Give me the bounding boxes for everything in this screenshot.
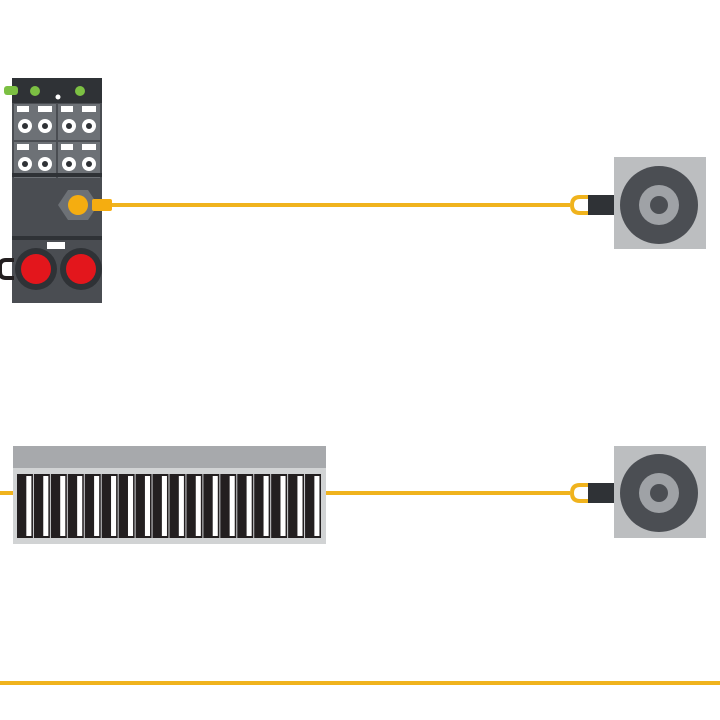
terminal-header [13,446,326,468]
sensor-bottom [569,446,706,538]
module-socket-pin [86,123,92,129]
terminal-slot-highlight [94,476,100,536]
red-port-icon [66,254,96,284]
sensor-center [650,484,668,502]
module-label-slot [47,242,65,249]
module-socket-pin [86,161,92,167]
terminal-slot-highlight [195,476,201,536]
terminal-slot-highlight [178,476,184,536]
port-label-tag [17,144,29,150]
module-socket-pin [22,123,28,129]
port-label-tag [82,144,96,150]
module-socket-pin [66,123,72,129]
port-label-tag [17,106,29,112]
status-led [75,86,85,96]
module-socket-pin [42,123,48,129]
terminal-slot-highlight [111,476,117,536]
terminal-slot-highlight [144,476,151,536]
sensor-center [650,196,668,214]
port-label-tag [61,144,73,150]
terminal-slot-highlight [77,476,83,536]
sensor-connector [588,483,614,503]
sensor-top [569,157,706,249]
status-led-bar [4,86,18,95]
port-label-tag [38,106,52,112]
sensor-connector [588,195,614,215]
terminal-slot-highlight [161,476,167,536]
yellow-port-icon [68,195,88,215]
terminal-slot-highlight [26,476,32,536]
module-socket-pin [66,161,72,167]
module-socket-pin [22,161,28,167]
power-plug-icon [0,258,14,280]
terminal-slot-highlight [263,476,269,536]
module-screw [55,94,61,100]
module-port-grid [14,104,100,178]
terminal-slot-highlight [212,476,218,536]
module-divider [12,236,102,240]
terminal-slot-highlight [229,476,235,536]
port-label-tag [61,106,73,112]
red-port-icon [21,254,51,284]
io-module [0,78,112,303]
terminal-slot-highlight [43,476,49,536]
cable-plug [92,199,112,211]
terminal-slot-highlight [297,476,303,536]
terminal-slot-highlight [246,476,252,536]
terminal-slots [17,474,321,538]
module-socket-pin [42,161,48,167]
terminal-slot-highlight [280,476,286,536]
module-divider [12,173,102,177]
terminal-slot-highlight [60,476,66,536]
cables [0,203,720,685]
terminal-block [13,446,326,544]
terminal-slot-highlight [314,476,320,536]
status-led [30,86,40,96]
port-label-tag [82,106,96,112]
terminal-slot-highlight [127,476,134,536]
port-label-tag [38,144,52,150]
sensor-clip-icon [569,483,588,503]
sensor-clip-icon [569,195,588,215]
